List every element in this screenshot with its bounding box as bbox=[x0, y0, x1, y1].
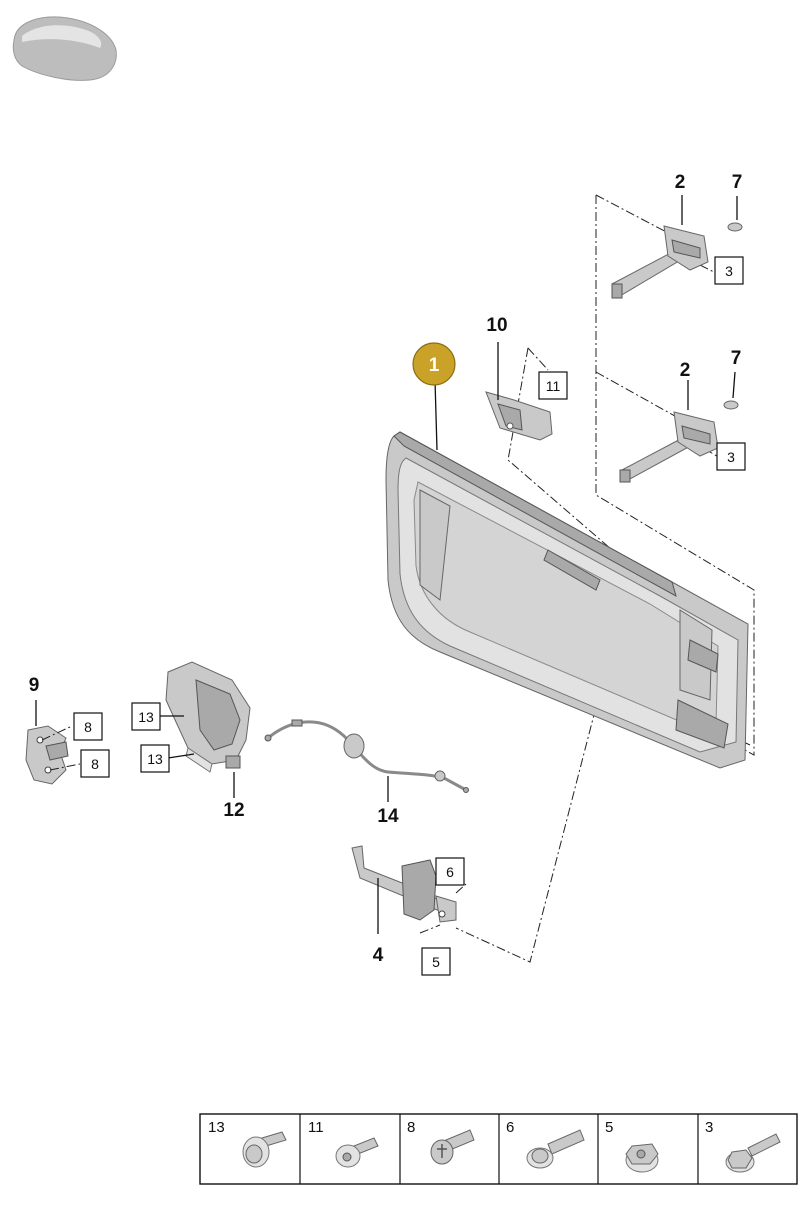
main-part-callout[interactable]: 1 bbox=[412, 342, 456, 386]
lock-screw-top-number: 13 bbox=[138, 709, 154, 725]
upper-hinge bbox=[611, 225, 709, 299]
fastener-legend: 13 11 8 6 5 3 bbox=[199, 1113, 798, 1185]
legend-3-number: 3 bbox=[705, 1119, 713, 1136]
door-panel bbox=[385, 431, 749, 769]
check-strap-screw-number: 6 bbox=[446, 864, 454, 880]
hinge-pin-upper-number: 7 bbox=[732, 172, 743, 193]
striker-screw-bottom-box bbox=[80, 749, 110, 778]
lock-screw-top-box bbox=[131, 702, 161, 731]
check-strap-screw-box bbox=[435, 857, 465, 886]
legend-13-number: 13 bbox=[208, 1119, 225, 1136]
lock-screw-bottom-number: 13 bbox=[147, 751, 163, 767]
screw-lower-number: 3 bbox=[727, 449, 735, 465]
bracket-screw-number: 11 bbox=[546, 378, 561, 394]
legend-6-number: 6 bbox=[506, 1119, 514, 1136]
screw-lower-box bbox=[716, 442, 746, 471]
check-strap-nut-number: 5 bbox=[432, 954, 440, 970]
legend-8-number: 8 bbox=[407, 1119, 415, 1136]
hinge-pin-lower-icon bbox=[723, 400, 739, 410]
legend-11-number: 11 bbox=[308, 1119, 324, 1136]
main-part-number: 1 bbox=[429, 355, 440, 376]
striker-screw-bottom-number: 8 bbox=[91, 756, 99, 772]
striker-screw-top-number: 8 bbox=[84, 719, 92, 735]
bracket-screw-box bbox=[538, 371, 568, 400]
bracket-number: 10 bbox=[486, 315, 507, 336]
striker bbox=[25, 725, 69, 785]
hinge-pin-upper-icon bbox=[727, 222, 743, 232]
lock-number: 12 bbox=[223, 800, 244, 821]
check-strap-nut-box bbox=[421, 947, 451, 976]
hinge-upper-number: 2 bbox=[675, 172, 686, 193]
hinge-lower-number: 2 bbox=[680, 360, 691, 381]
screw-upper-number: 3 bbox=[725, 263, 733, 279]
lower-hinge bbox=[619, 411, 719, 483]
car-model-icon bbox=[12, 16, 117, 81]
lock-screw-bottom-box bbox=[140, 744, 170, 773]
door-lock bbox=[165, 661, 251, 773]
bracket bbox=[485, 391, 553, 441]
door-check-strap bbox=[351, 845, 457, 923]
torx-screw-icon bbox=[430, 1129, 475, 1165]
screw-upper-box bbox=[714, 256, 744, 285]
highlight-circle bbox=[412, 342, 456, 386]
round-head-bolt-icon bbox=[242, 1131, 287, 1168]
check-strap-number: 4 bbox=[373, 945, 384, 966]
cable-number: 14 bbox=[377, 806, 399, 827]
striker-screw-top-box bbox=[73, 712, 103, 741]
bowden-cable bbox=[264, 719, 469, 793]
hex-bolt-icon bbox=[725, 1133, 781, 1173]
flange-bolt-icon bbox=[526, 1129, 585, 1169]
hinge-pin-lower-number: 7 bbox=[731, 348, 742, 369]
striker-number: 9 bbox=[29, 675, 40, 696]
flange-screw-icon bbox=[335, 1137, 379, 1168]
flange-nut-icon bbox=[625, 1143, 659, 1173]
legend-5-number: 5 bbox=[605, 1119, 613, 1136]
